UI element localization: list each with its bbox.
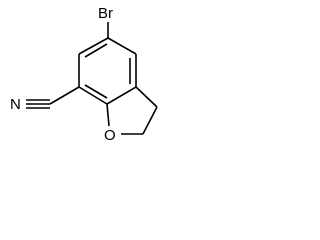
bond-o1-c7a <box>106 103 110 127</box>
bond-c5-c4 <box>107 37 137 55</box>
bond-c3a-c7a <box>106 86 137 105</box>
bond-c6-c5 <box>78 37 109 55</box>
bond-c3a-c3 <box>135 86 158 108</box>
bond-c3-c2 <box>142 106 158 135</box>
atom-label-nitrogen: N <box>10 96 21 113</box>
bond-c7a-c7 <box>78 86 108 105</box>
bond-c7-cn <box>49 86 80 105</box>
double-bond-c7a-c7 <box>84 84 108 99</box>
molecule-structure: Br N O <box>10 5 158 144</box>
atom-label-bromine: Br <box>98 5 113 22</box>
atom-label-oxygen: O <box>104 127 116 144</box>
double-bond-c6-c5 <box>84 43 108 58</box>
